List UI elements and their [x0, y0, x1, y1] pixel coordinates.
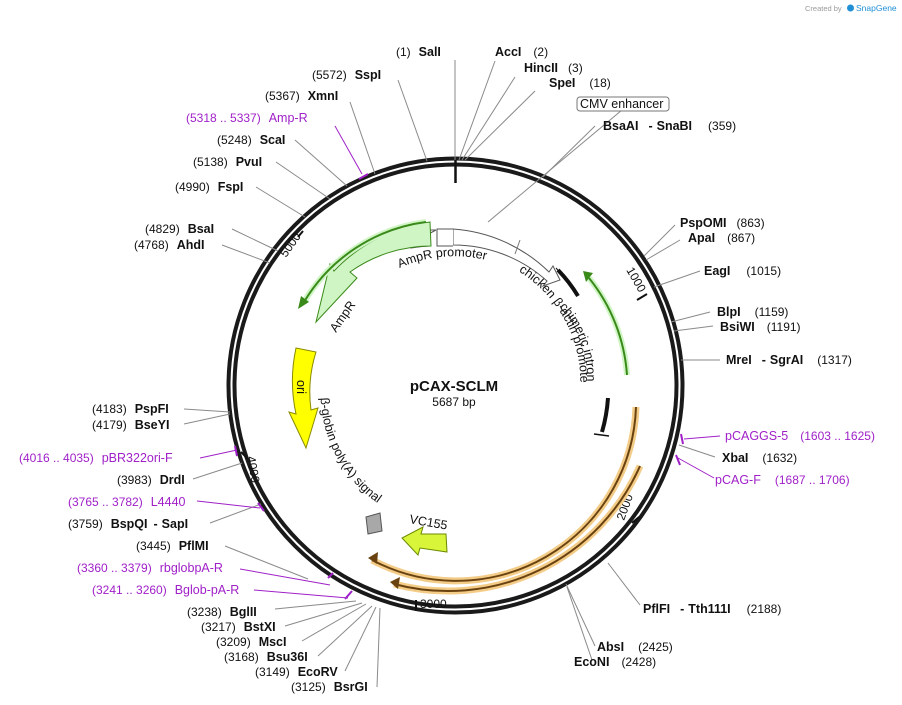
enzyme-bstxi[interactable]: (3217)BstXI: [201, 620, 276, 634]
enzyme-sali[interactable]: (1)SalI: [396, 45, 441, 59]
enzyme-sspi[interactable]: (5572)SspI: [312, 68, 381, 82]
ampr-arc-head: [298, 296, 309, 309]
enzyme-fspi[interactable]: (4990)FspI: [175, 180, 243, 194]
enzyme-bspqi[interactable]: (3759)BspQI-SapI: [68, 517, 188, 531]
watermark-prefix: Created by: [805, 4, 842, 13]
enzyme-bsiwi[interactable]: BsiWI(1191): [720, 320, 801, 334]
enzyme-pspfi[interactable]: (4183)PspFI: [92, 402, 169, 416]
primer-amp-r[interactable]: (5318 .. 5337)Amp-R: [186, 111, 308, 125]
enzyme-pflmi[interactable]: (3445)PflMI: [136, 539, 209, 553]
enzyme-absi[interactable]: AbsI(2425): [597, 640, 673, 654]
primer-bglob-pa-r[interactable]: (3241 .. 3260)Bglob-pA-R: [92, 583, 239, 597]
chimeric-intron-arc[interactable]: [588, 277, 628, 376]
enzyme-xbai[interactable]: XbaI(1632): [722, 451, 797, 465]
enzyme-bsrgi[interactable]: (3125)BsrGI: [291, 680, 368, 694]
snapgene-logo-icon: [847, 4, 854, 12]
enzyme-xmni[interactable]: (5367)XmnI: [265, 89, 338, 103]
primer-pcag-f[interactable]: pCAG-F(1687 .. 1706): [715, 473, 850, 487]
cmv-enhancer-label: CMV enhancer: [580, 97, 663, 111]
enzyme-pvui[interactable]: (5138)PvuI: [193, 155, 262, 169]
enzyme-bsu36i[interactable]: (3168)Bsu36I: [224, 650, 308, 664]
enzyme-msci[interactable]: (3209)MscI: [216, 635, 286, 649]
cmv-divider: [514, 239, 521, 255]
enzyme-leader-lines: [183, 60, 720, 688]
enzyme-econi[interactable]: EcoNI(2428): [574, 655, 656, 669]
bglobin-label: β-globin poly(A) signal: [318, 397, 384, 505]
ori-arrow[interactable]: [288, 347, 319, 450]
actin-promoter-end: [600, 397, 610, 433]
enzyme-spei[interactable]: SpeI(18): [549, 76, 611, 90]
vc155-orange-arcs[interactable]: [368, 406, 644, 595]
enzyme-mrei-sgrai[interactable]: MreI-SgrAI(1317): [726, 353, 852, 367]
primer-pbr322ori-f[interactable]: (4016 .. 4035)pBR322ori-F: [19, 451, 173, 465]
ampr-promoter-label: AmpR promoter: [395, 245, 488, 271]
enzyme-bsaai-snabi[interactable]: BsaAI-SnaBI(359): [603, 119, 736, 133]
enzyme-hincii[interactable]: HincII(3): [524, 61, 583, 75]
enzyme-pflfi-tth111i[interactable]: PflFI-Tth111I(2188): [643, 602, 781, 616]
enzyme-acci[interactable]: AccI(2): [495, 45, 548, 59]
ori-label: ori: [294, 380, 308, 394]
enzyme-eagi[interactable]: EagI(1015): [704, 264, 781, 278]
plasmid-name: pCAX-SCLM: [410, 378, 498, 395]
actin-bar-bottom: [593, 433, 610, 437]
primer-rbglobpa-r[interactable]: (3360 .. 3379)rbglobpA-R: [77, 561, 223, 575]
enzyme-apai[interactable]: ApaI(867): [688, 231, 755, 245]
enzyme-blpi[interactable]: BlpI(1159): [717, 305, 788, 319]
enzyme-bglii[interactable]: (3238)BglII: [187, 605, 257, 619]
enzyme-bseyi[interactable]: (4179)BseYI: [92, 418, 169, 432]
primer-leader-lines: [196, 125, 721, 600]
enzyme-ahdi[interactable]: (4768)AhdI: [134, 238, 204, 252]
cmv-enhancer-badge: [576, 96, 670, 112]
actin-bar-top: [555, 267, 564, 277]
ampr-arc: [303, 221, 427, 303]
cmv-enhancer-arrow[interactable]: [452, 228, 561, 288]
enzyme-drdi[interactable]: (3983)DrdI: [117, 473, 185, 487]
vc155-label: VC155: [408, 512, 448, 532]
watermark-brand: SnapGene: [856, 3, 897, 13]
vc155-arrow[interactable]: [401, 526, 448, 556]
enzyme-ecorv[interactable]: (3149)EcoRV: [255, 665, 338, 679]
chimeric-arc-head: [583, 271, 593, 282]
primer-l4440[interactable]: (3765 .. 3782)L4440: [68, 495, 186, 509]
enzyme-bsai[interactable]: (4829)BsaI: [145, 222, 214, 236]
tick-label-3000: 3000: [420, 597, 447, 611]
plasmid-size: 5687 bp: [432, 395, 476, 409]
enzyme-scai[interactable]: (5248)ScaI: [217, 133, 285, 147]
bglobin-polya-box[interactable]: [365, 512, 383, 535]
cmv-enhancer-leader: [487, 109, 623, 223]
enzyme-pspomi[interactable]: PspOMI(863): [680, 216, 765, 230]
tick-label-4000: 4000: [244, 455, 262, 484]
ampr-promoter-box: [436, 228, 453, 247]
primer-pcaggs-5[interactable]: pCAGGS-5(1603 .. 1625): [725, 429, 875, 443]
